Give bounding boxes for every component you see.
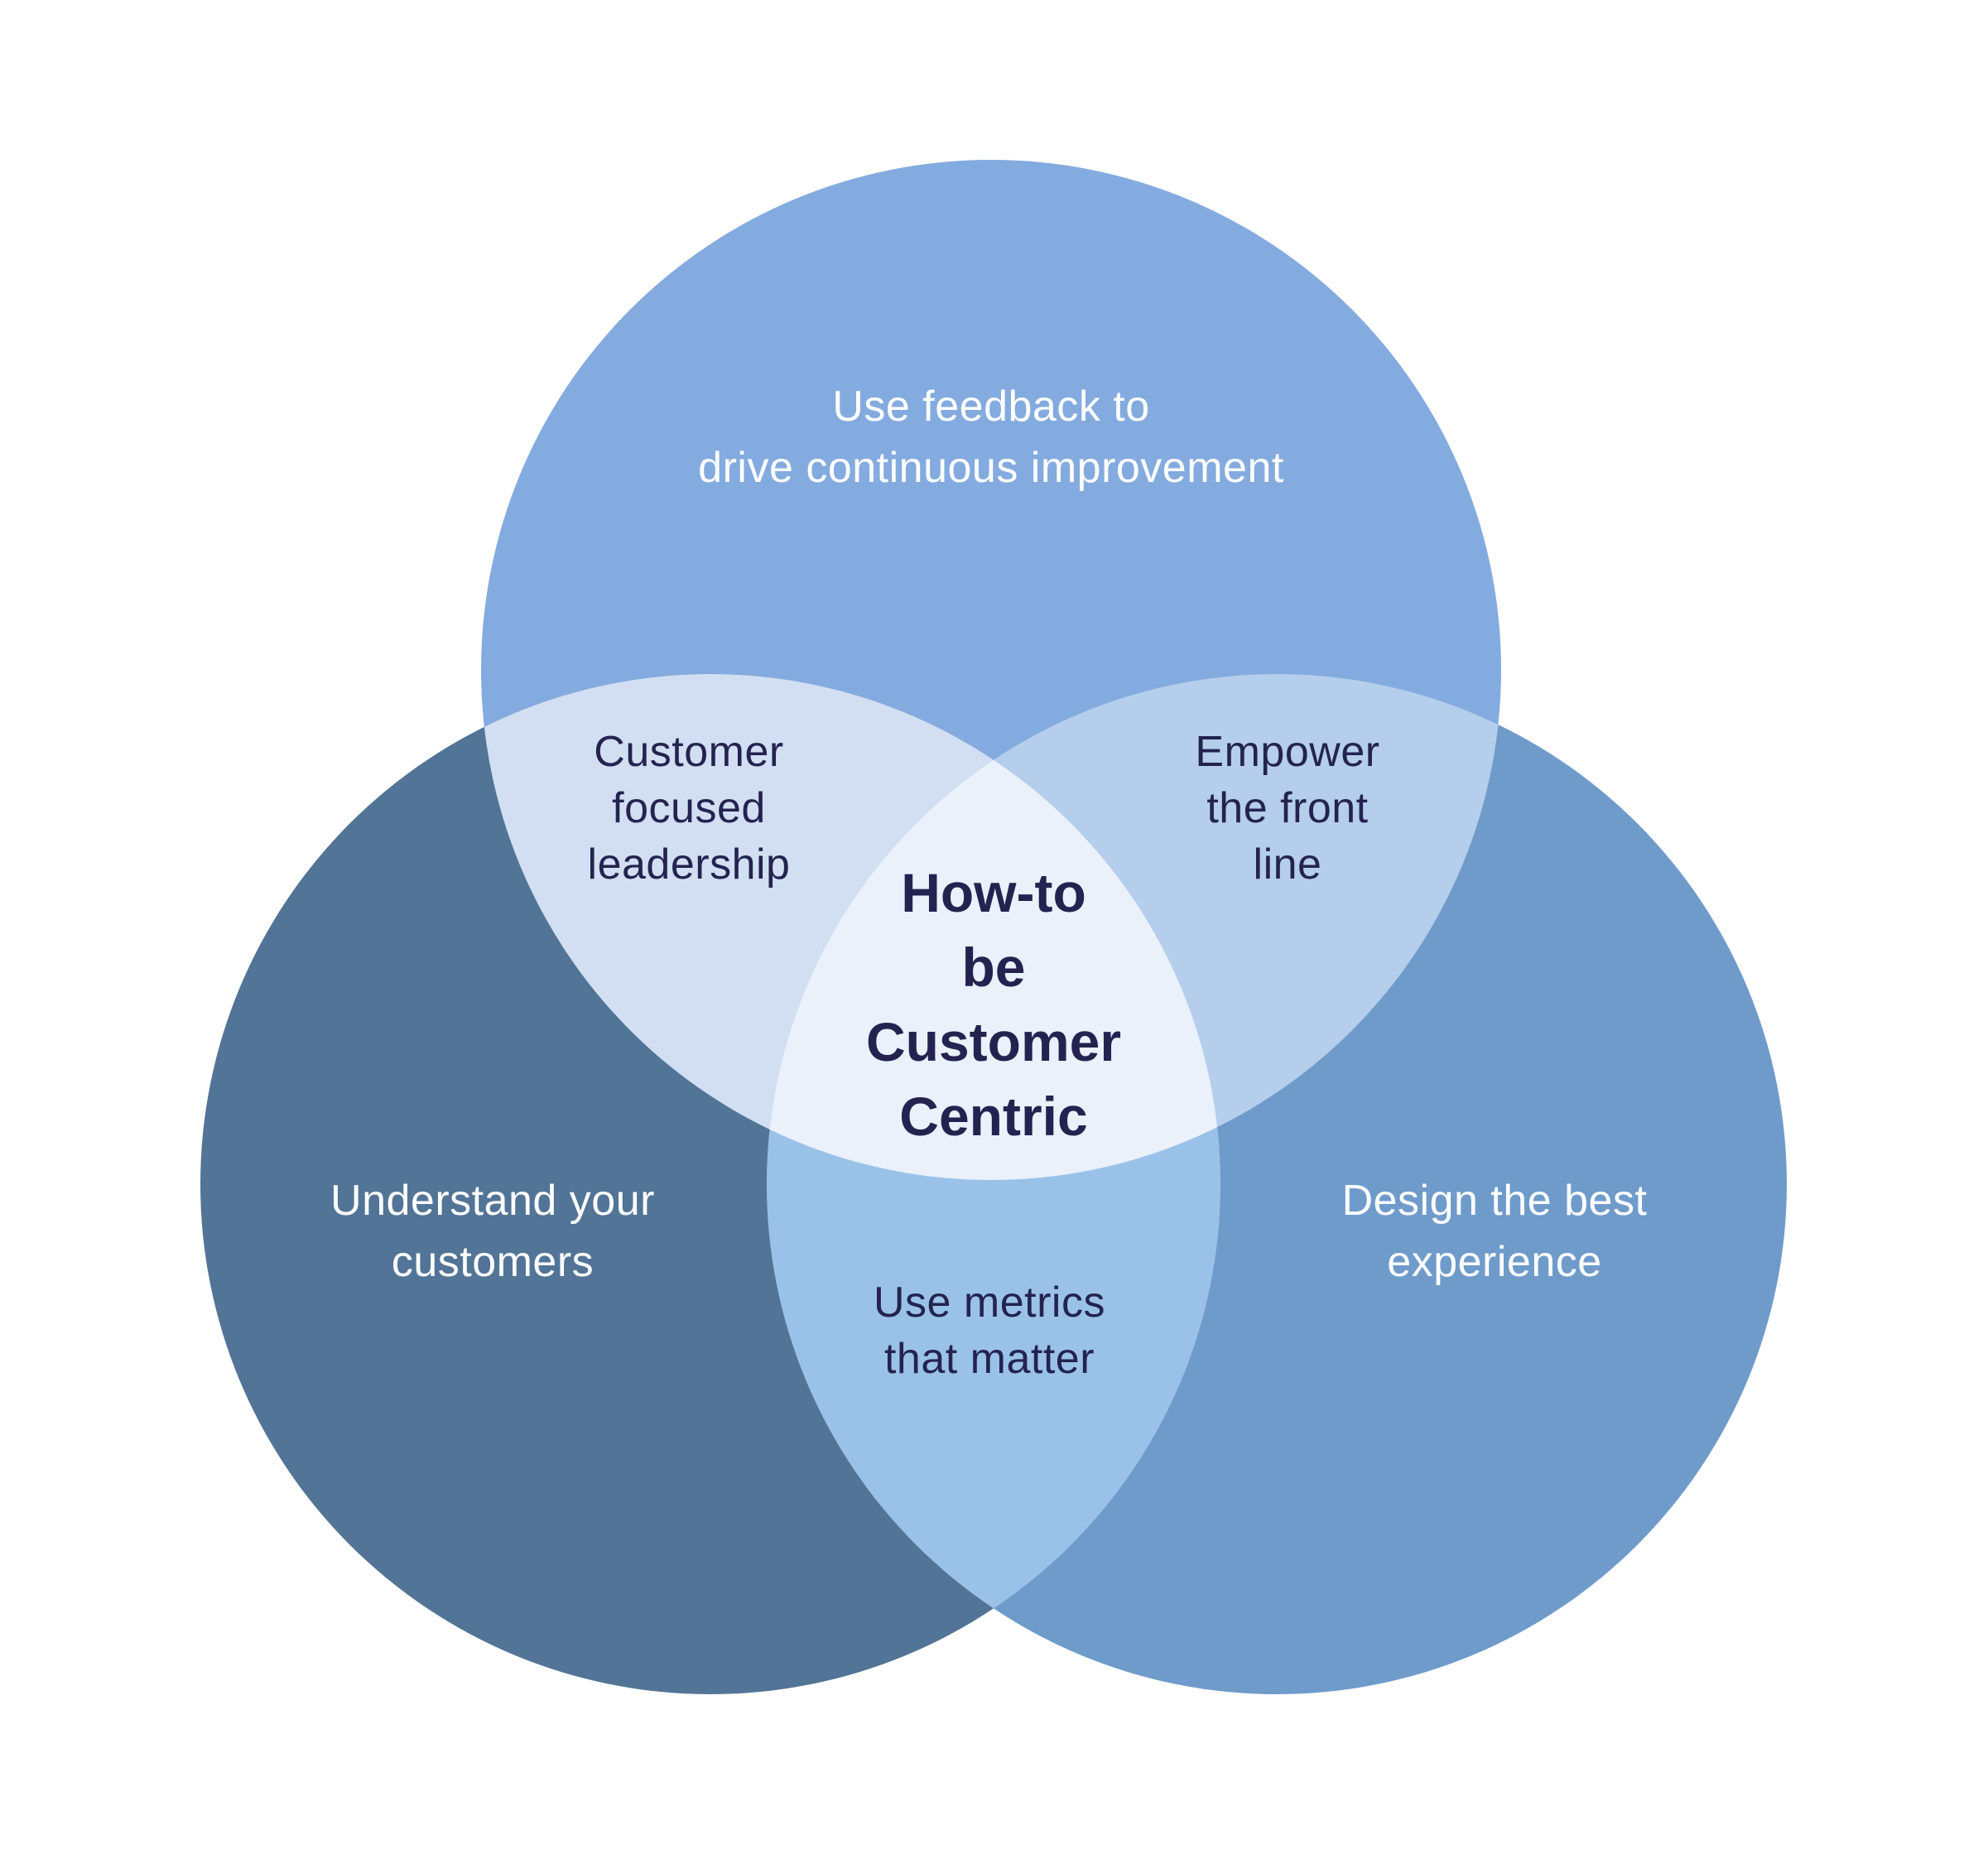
label-overlap-bottom: Use metrics that matter [874,1279,1105,1383]
center-title: How-to be Customer Centric [865,862,1122,1147]
label-left-circle: Understand your customers [330,1177,655,1286]
label-overlap-top-left: Customer focused leadership [587,728,791,889]
label-overlap-top-right: Empower the front line [1195,728,1380,889]
label-top-circle: Use feedback to drive continuous improve… [698,383,1284,492]
label-right-circle: Design the best experience [1341,1177,1648,1286]
center-intersection-shape [767,674,1220,1180]
